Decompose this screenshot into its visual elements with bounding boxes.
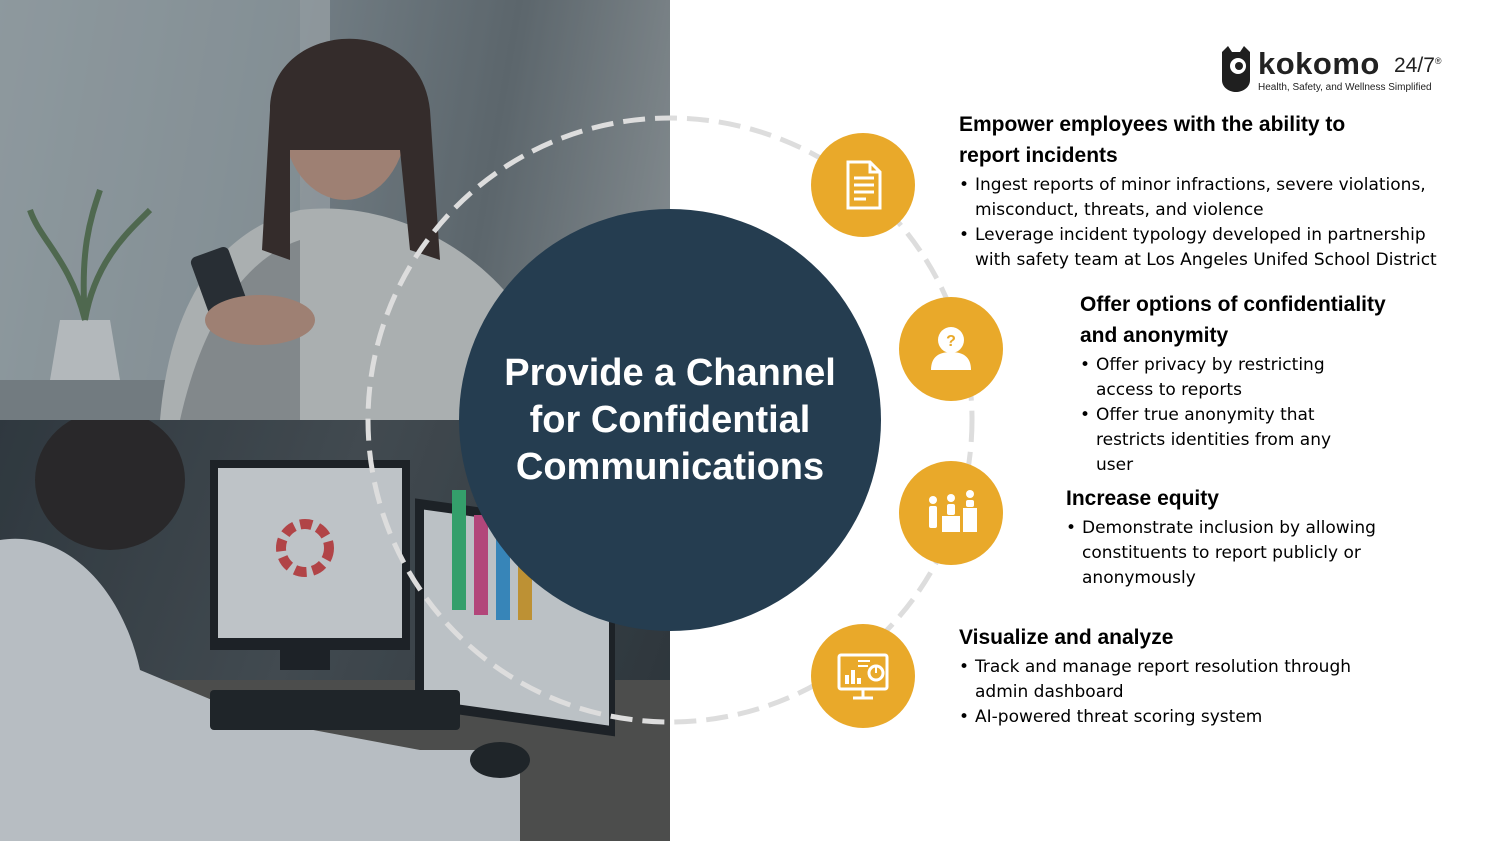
bullet-item: Leverage incident typology developed in … (959, 223, 1439, 273)
logo-registered-mark: ® (1434, 56, 1442, 66)
bullet-list: Ingest reports of minor infractions, sev… (959, 173, 1439, 273)
bullet-item: Offer privacy by restricting access to r… (1080, 353, 1370, 403)
kokomo-logo: kokomo 24/7® Health, Safety, and Wellnes… (1218, 44, 1458, 96)
svg-text:?: ? (946, 333, 956, 350)
section-increase-equity: Increase equity Demonstrate inclusion by… (1066, 483, 1376, 591)
bullet-item: Track and manage report resolution throu… (959, 655, 1409, 705)
section-confidentiality: Offer options of confidentiality and ano… (1080, 289, 1425, 478)
section-title: Visualize and analyze (959, 626, 1174, 649)
logo-suffix-text: 24/7 (1394, 54, 1435, 77)
section-report-incidents: Empower employees with the ability to re… (959, 109, 1439, 273)
owl-logo-icon (1222, 46, 1250, 92)
photo-bottom-illustration (0, 420, 670, 841)
anonymous-person-icon-circle: ? (899, 297, 1003, 401)
bullet-item: Demonstrate inclusion by allowing consti… (1066, 516, 1376, 591)
bullet-list: Track and manage report resolution throu… (959, 655, 1409, 730)
document-icon (846, 160, 882, 210)
center-title: Provide a Channel for Confidential Commu… (504, 351, 836, 488)
document-icon-circle (811, 133, 915, 237)
bullet-item: AI-powered threat scoring system (959, 705, 1409, 730)
bullet-item: Ingest reports of minor infractions, sev… (959, 173, 1439, 223)
equity-people-icon-circle (899, 461, 1003, 565)
center-circle: Provide a Channel for Confidential Commu… (459, 209, 881, 631)
section-title: Increase equity (1066, 487, 1219, 510)
bullet-item: Offer true anonymity that restricts iden… (1080, 403, 1370, 478)
dashboard-icon-circle (811, 624, 915, 728)
dashboard-icon (837, 653, 889, 700)
logo-suffix: 24/7® (1394, 54, 1442, 78)
logo-tagline: Health, Safety, and Wellness Simplified (1258, 82, 1432, 93)
section-title: Offer options of confidentiality and ano… (1080, 293, 1386, 347)
bullet-list: Offer privacy by restricting access to r… (1080, 353, 1370, 478)
section-visualize-analyze: Visualize and analyze Track and manage r… (959, 622, 1419, 730)
logo-wordmark: kokomo (1258, 46, 1380, 81)
equity-people-icon (929, 490, 977, 532)
anonymous-person-icon: ? (931, 327, 971, 370)
bullet-list: Demonstrate inclusion by allowing consti… (1066, 516, 1376, 591)
section-title: Empower employees with the ability to re… (959, 113, 1346, 167)
